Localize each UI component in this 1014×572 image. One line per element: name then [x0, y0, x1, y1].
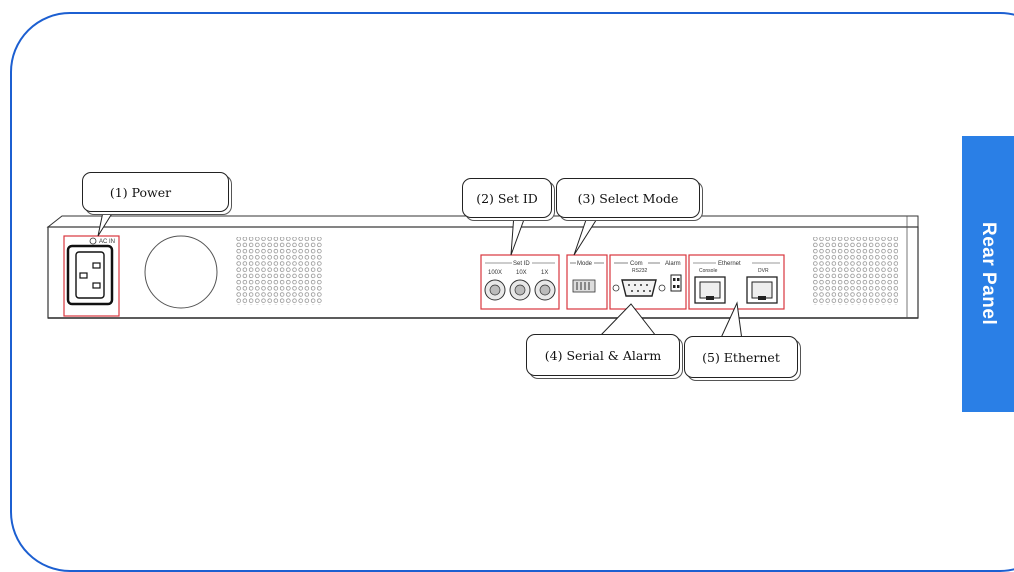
- callout-power: (1) Power: [82, 172, 229, 212]
- callout-set-id-text: (2) Set ID: [476, 190, 538, 206]
- callout-pointers: [97, 206, 743, 341]
- set-id-highlight: [480, 254, 560, 310]
- vent-left: [236, 237, 322, 305]
- rear-panel-diagram: AC IN Set ID 100X 10X 1X Mode: [46, 206, 919, 341]
- ac-in-label: AC IN: [99, 239, 115, 245]
- set-id-switches: Set ID 100X 10X 1X: [480, 254, 560, 310]
- callout-select-mode: (3) Select Mode: [556, 178, 700, 218]
- com-alarm-highlight: [609, 254, 687, 310]
- dvr-label: DVR: [758, 268, 769, 274]
- callout-serial-alarm-text: (4) Serial & Alarm: [544, 347, 662, 363]
- ethernet-panel-label: Ethernet: [718, 261, 741, 267]
- rear-panel-label: Rear Panel: [978, 222, 999, 326]
- fan-outline: [144, 235, 218, 309]
- rs232-label: RS232: [632, 268, 648, 274]
- alarm-panel-label: Alarm: [665, 261, 681, 267]
- vent-right: [812, 237, 898, 305]
- set-id-10x-label: 10X: [516, 270, 527, 276]
- callout-set-id: (2) Set ID: [462, 178, 552, 218]
- power-inlet: AC IN: [63, 235, 120, 317]
- callout-serial-alarm: (4) Serial & Alarm: [526, 334, 680, 376]
- callout-select-mode-text: (3) Select Mode: [577, 190, 679, 206]
- ethernet-ports: Ethernet Console DVR: [688, 254, 785, 310]
- set-id-100x-label: 100X: [488, 270, 502, 276]
- mode-dip-switch: Mode: [566, 254, 608, 310]
- callout-ethernet: (5) Ethernet: [684, 336, 798, 378]
- com-panel-label: Com: [630, 261, 643, 267]
- serial-alarm-ports: Com RS232 Alarm: [609, 254, 687, 310]
- set-id-panel-label: Set ID: [513, 261, 530, 267]
- set-id-1x-label: 1X: [541, 270, 548, 276]
- power-highlight: [63, 235, 120, 317]
- console-label: Console: [699, 268, 718, 274]
- callout-ethernet-text: (5) Ethernet: [702, 349, 780, 365]
- mode-highlight: [566, 254, 608, 310]
- mode-panel-label: Mode: [577, 261, 593, 267]
- rear-panel-tab: Rear Panel: [962, 136, 1014, 412]
- callout-power-text: (1) Power: [109, 184, 172, 200]
